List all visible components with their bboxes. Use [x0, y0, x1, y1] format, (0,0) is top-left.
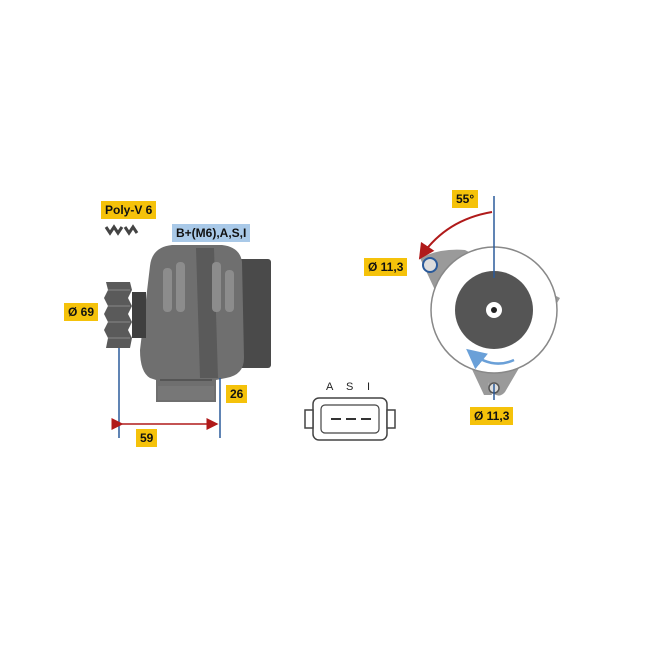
belt-type-label: Poly-V 6: [101, 201, 157, 219]
alternator-front-view: [418, 196, 560, 400]
connector-plug-icon: [304, 397, 396, 441]
angle-label: 55°: [452, 190, 479, 208]
connector-pin-i: I: [367, 381, 371, 393]
connector-pin-a: A: [326, 381, 334, 393]
hole-upper-label: Ø 11,3: [364, 258, 408, 276]
dimension-lines: [111, 348, 221, 438]
poly-v-profile-icon: [104, 224, 139, 236]
terminal-label: B+(M6),A,S,I: [172, 224, 251, 242]
connector-pin-s: S: [346, 381, 354, 393]
alternator-side-view: [104, 245, 271, 402]
hole-lower-label: Ø 11,3: [470, 407, 514, 425]
depth-small-label: 26: [226, 385, 248, 403]
depth-total-label: 59: [136, 429, 158, 447]
pulley-diameter-label: Ø 69: [64, 303, 99, 321]
